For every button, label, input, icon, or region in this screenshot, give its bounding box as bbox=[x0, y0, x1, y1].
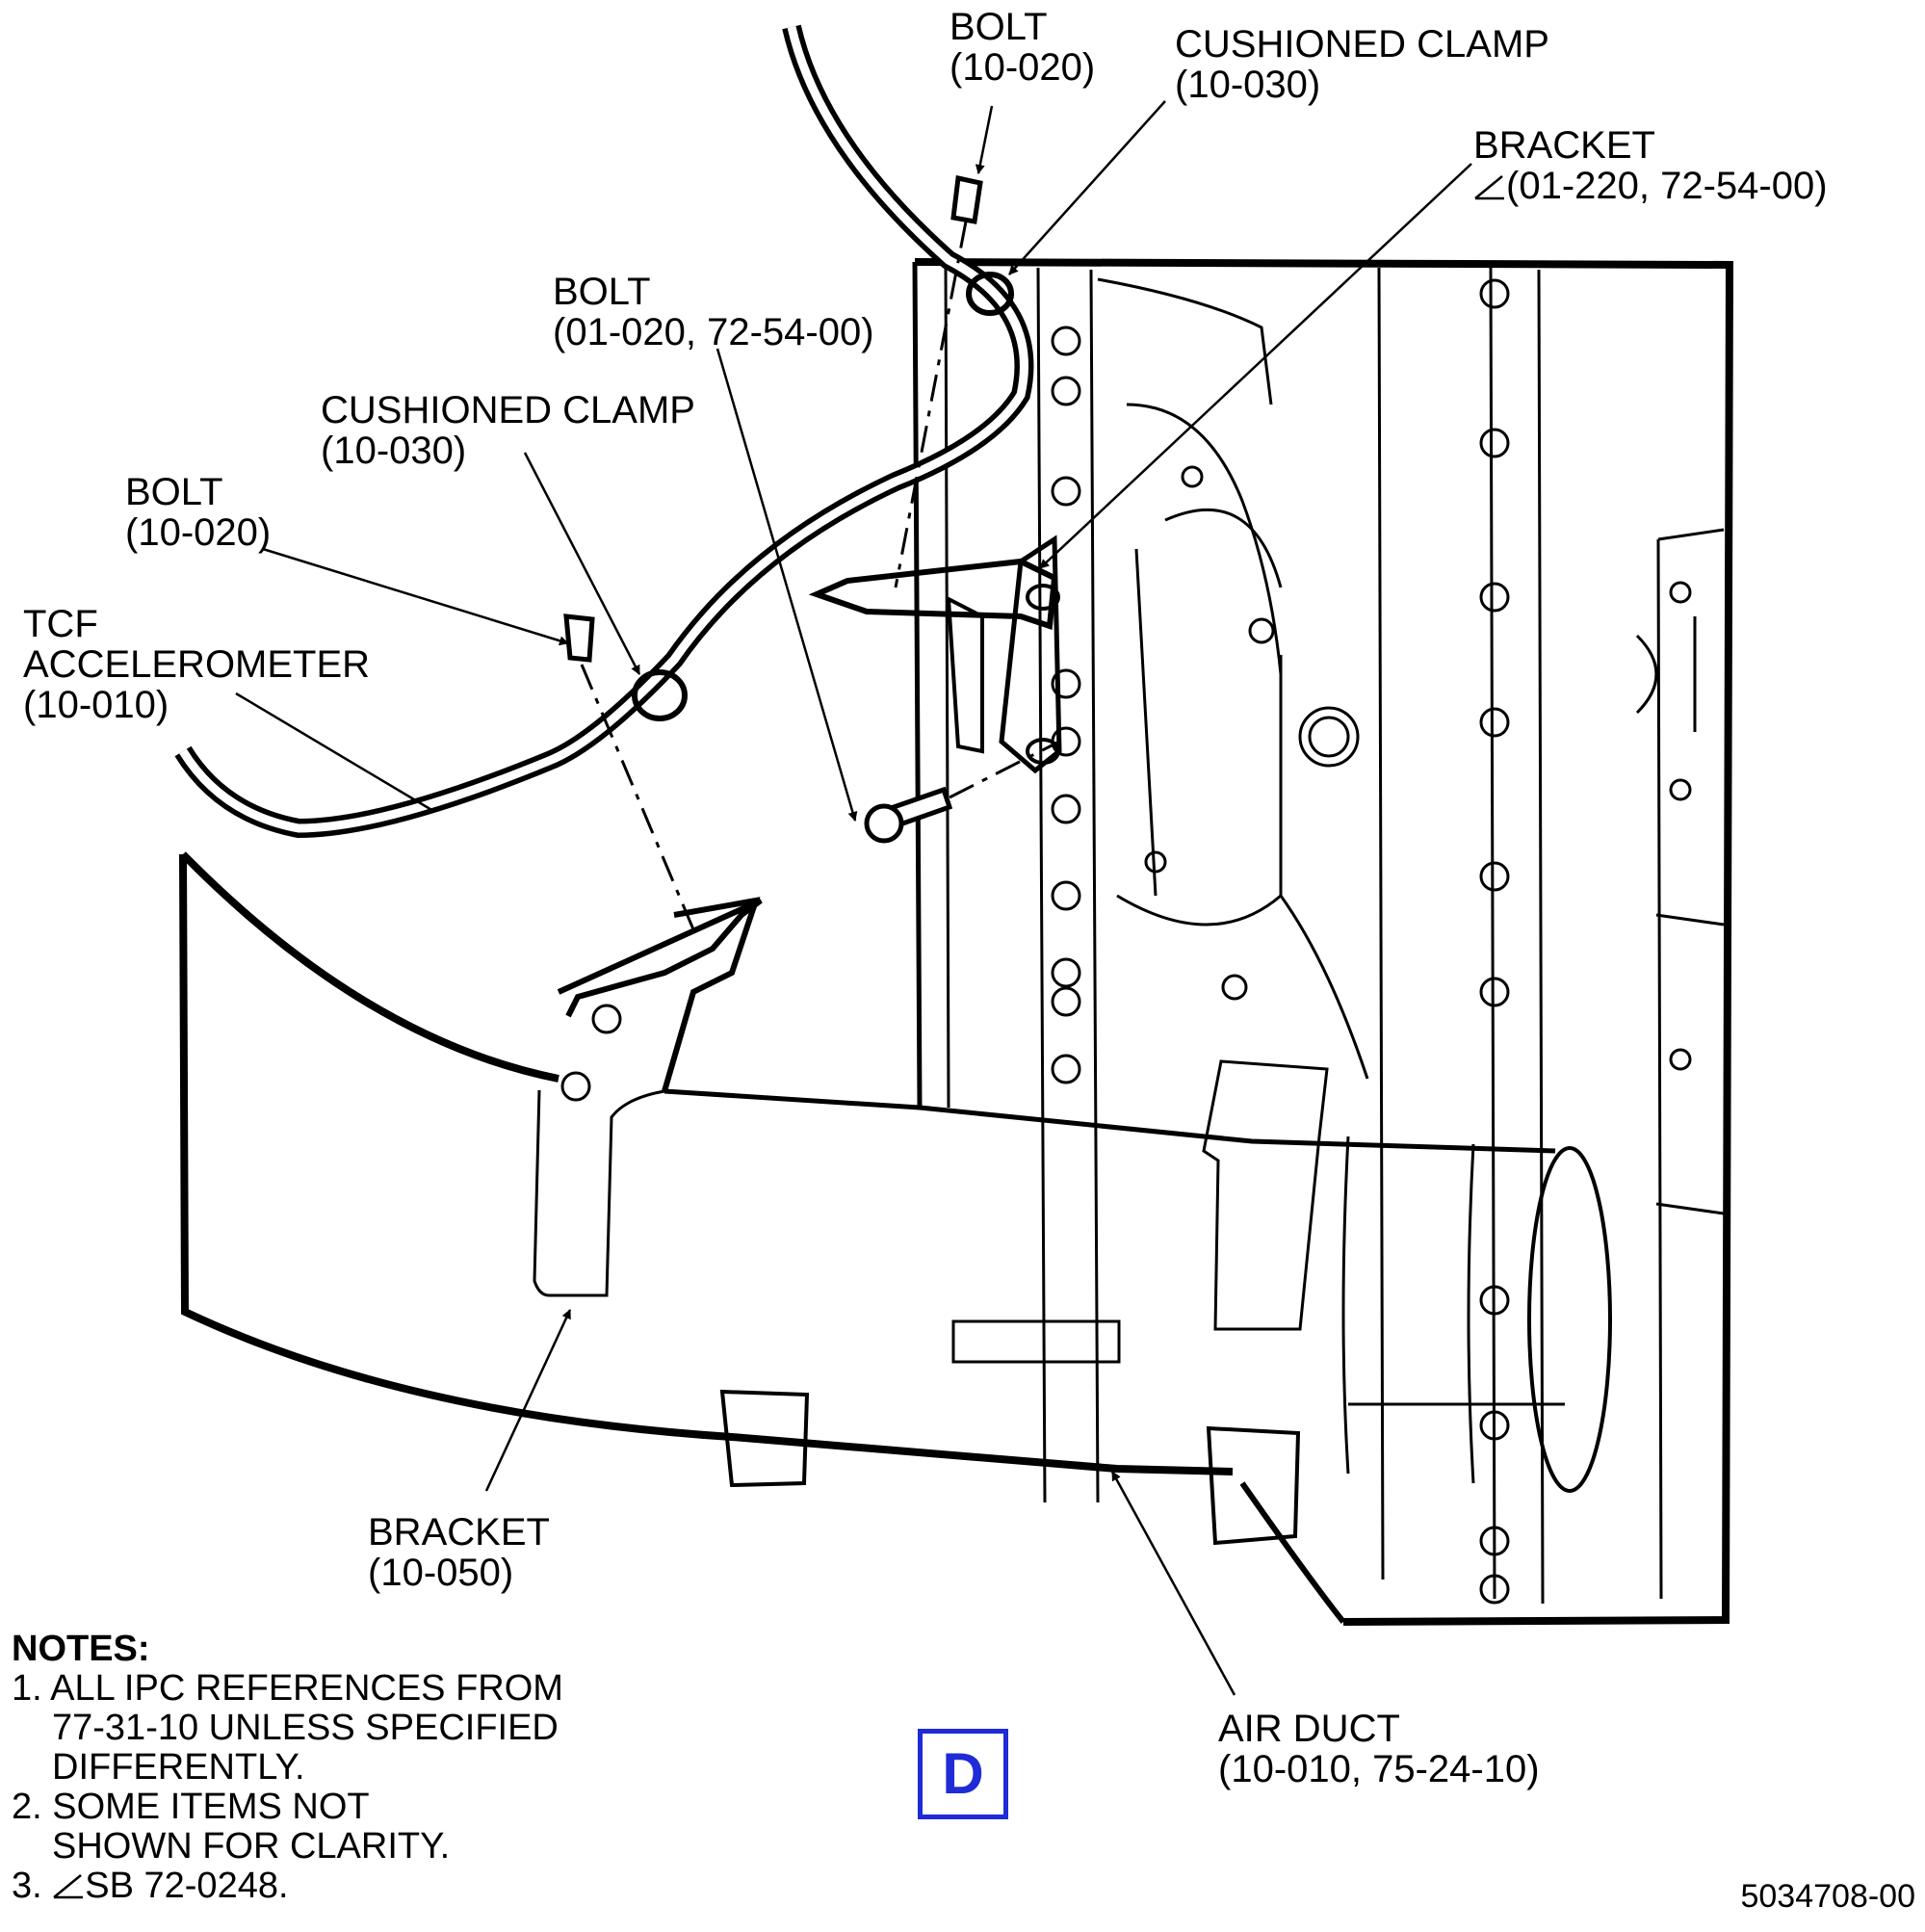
note-3: 3. SB 72-0248. bbox=[12, 1867, 563, 1906]
callout-ref: (10-030) bbox=[1175, 64, 1321, 106]
callout-bolt-mid: BOLT (01-020, 72-54-00) bbox=[553, 272, 874, 352]
note-1-line-3: DIFFERENTLY. bbox=[52, 1747, 305, 1788]
callout-cushioned-clamp-top: CUSHIONED CLAMP (10-030) bbox=[1175, 24, 1549, 105]
note-2-line-1: 2. SOME ITEMS NOT bbox=[12, 1787, 370, 1827]
engine-structure bbox=[912, 258, 1734, 1626]
callout-ref: (10-020) bbox=[949, 46, 1096, 89]
callout-ref: (10-050) bbox=[368, 1552, 514, 1594]
air-duct bbox=[179, 851, 1612, 1624]
callout-bolt-top: BOLT (10-020) bbox=[949, 7, 1095, 88]
callout-name-line1: TCF bbox=[23, 603, 98, 645]
sb-triangle-icon bbox=[53, 1874, 84, 1899]
callout-ref: (10-020) bbox=[125, 511, 272, 554]
note-1-line-1: 1. ALL IPC REFERENCES FROM bbox=[12, 1668, 563, 1709]
callout-name: BRACKET bbox=[1473, 124, 1655, 167]
rivet-holes bbox=[1051, 278, 1692, 1605]
notes-block: NOTES: 1. ALL IPC REFERENCES FROM 77-31-… bbox=[12, 1630, 563, 1906]
callout-ref: (01-220, 72-54-00) bbox=[1506, 165, 1828, 207]
callout-ref-line: (01-220, 72-54-00) bbox=[1473, 166, 1828, 206]
callout-name: CUSHIONED CLAMP bbox=[321, 389, 695, 431]
note-2-line-2: SHOWN FOR CLARITY. bbox=[52, 1826, 451, 1867]
note-3-text: SB 72-0248. bbox=[85, 1866, 289, 1906]
note-3-number: 3. bbox=[12, 1866, 42, 1906]
callout-name: BOLT bbox=[949, 6, 1048, 48]
lower-bracket bbox=[533, 897, 1329, 1546]
sb-triangle-icon bbox=[1474, 175, 1504, 200]
callout-ref: (01-020, 72-54-00) bbox=[553, 311, 874, 353]
callout-bracket-top: BRACKET (01-220, 72-54-00) bbox=[1473, 125, 1828, 206]
callout-name: BOLT bbox=[553, 271, 651, 313]
alignment-lines bbox=[580, 221, 1060, 930]
bolts bbox=[563, 174, 983, 844]
callout-bracket-low: BRACKET (10-050) bbox=[368, 1512, 550, 1593]
callout-tcf-accelerometer: TCF ACCELEROMETER (10-010) bbox=[23, 604, 370, 725]
leader-lines bbox=[235, 100, 1472, 1696]
notes-heading: NOTES: bbox=[12, 1629, 150, 1669]
callout-cushioned-clamp-mid: CUSHIONED CLAMP (10-030) bbox=[321, 390, 695, 471]
callout-ref: (10-010) bbox=[23, 684, 169, 726]
view-label-box: D bbox=[918, 1729, 1008, 1819]
callout-name: CUSHIONED CLAMP bbox=[1175, 23, 1549, 65]
callout-ref: (10-010, 75-24-10) bbox=[1218, 1748, 1540, 1790]
figure-number: 5034708-00 bbox=[1740, 1878, 1915, 1915]
upper-bracket bbox=[808, 535, 1062, 774]
callout-name: BOLT bbox=[125, 471, 223, 513]
accelerometer-cable bbox=[174, 24, 1060, 839]
callout-name: AIR DUCT bbox=[1218, 1708, 1400, 1750]
callout-name: BRACKET bbox=[368, 1511, 550, 1553]
note-1-line-2: 77-31-10 UNLESS SPECIFIED bbox=[52, 1708, 559, 1748]
callout-bolt-left: BOLT (10-020) bbox=[125, 472, 271, 553]
callout-ref: (10-030) bbox=[321, 430, 467, 472]
callout-air-duct: AIR DUCT (10-010, 75-24-10) bbox=[1218, 1709, 1540, 1789]
callout-name-line2: ACCELEROMETER bbox=[23, 643, 371, 686]
